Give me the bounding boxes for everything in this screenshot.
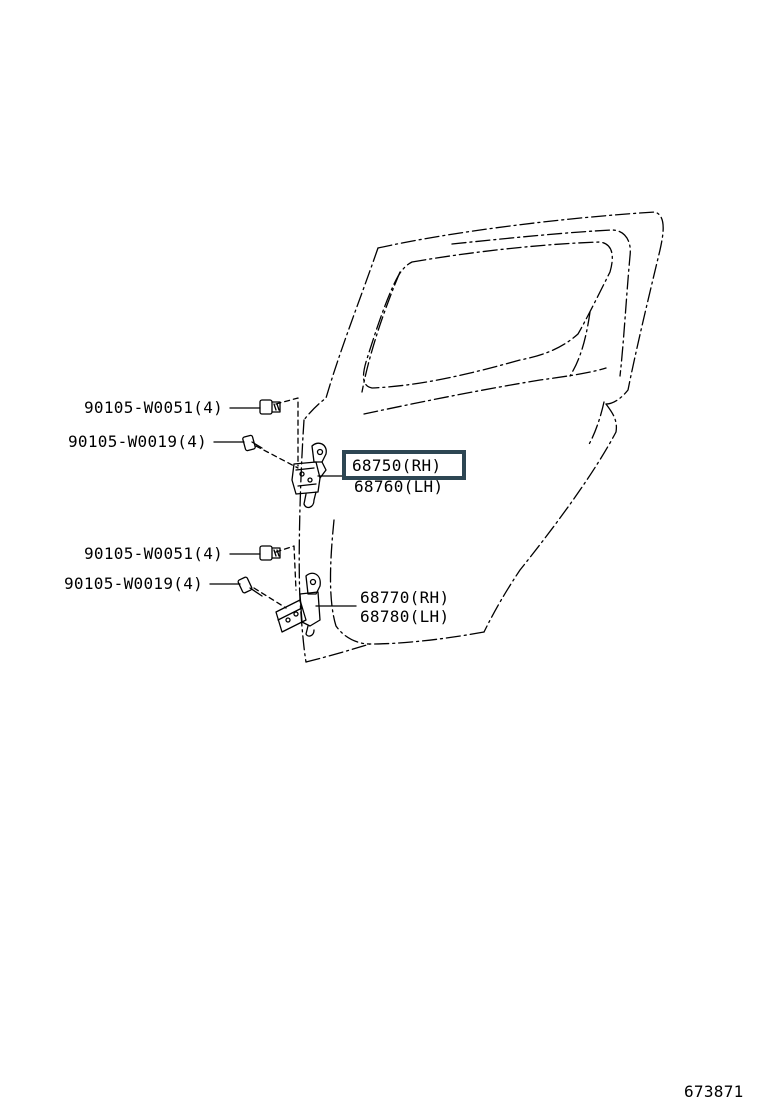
bolt-icon bbox=[242, 434, 263, 452]
bolt-icon bbox=[237, 576, 263, 597]
window-frame bbox=[361, 229, 631, 447]
upper-hinge-icon bbox=[291, 442, 327, 509]
part-label-upper-hinge-rh[interactable]: 68750(RH) bbox=[352, 456, 442, 475]
part-label-bolt-lower-1[interactable]: 90105-W0051(4) bbox=[84, 544, 224, 563]
part-label-bolt-upper-2[interactable]: 90105-W0019(4) bbox=[68, 432, 208, 451]
selected-part-highlight bbox=[342, 450, 466, 480]
lower-hinge-icon bbox=[275, 572, 321, 637]
diagram-id: 673871 bbox=[684, 1082, 744, 1101]
part-label-bolt-upper-1[interactable]: 90105-W0051(4) bbox=[84, 398, 224, 417]
door-panel-outline bbox=[298, 211, 664, 663]
part-label-upper-hinge-lh[interactable]: 68760(LH) bbox=[354, 477, 444, 496]
part-label-lower-hinge-lh[interactable]: 68780(LH) bbox=[360, 607, 450, 626]
part-label-lower-hinge-rh[interactable]: 68770(RH) bbox=[360, 588, 450, 607]
part-label-bolt-lower-2[interactable]: 90105-W0019(4) bbox=[64, 574, 204, 593]
bolt-icon bbox=[259, 399, 281, 415]
dashed-leaders bbox=[253, 397, 299, 609]
bolt-icon bbox=[259, 545, 281, 561]
label-leaders bbox=[209, 407, 357, 607]
